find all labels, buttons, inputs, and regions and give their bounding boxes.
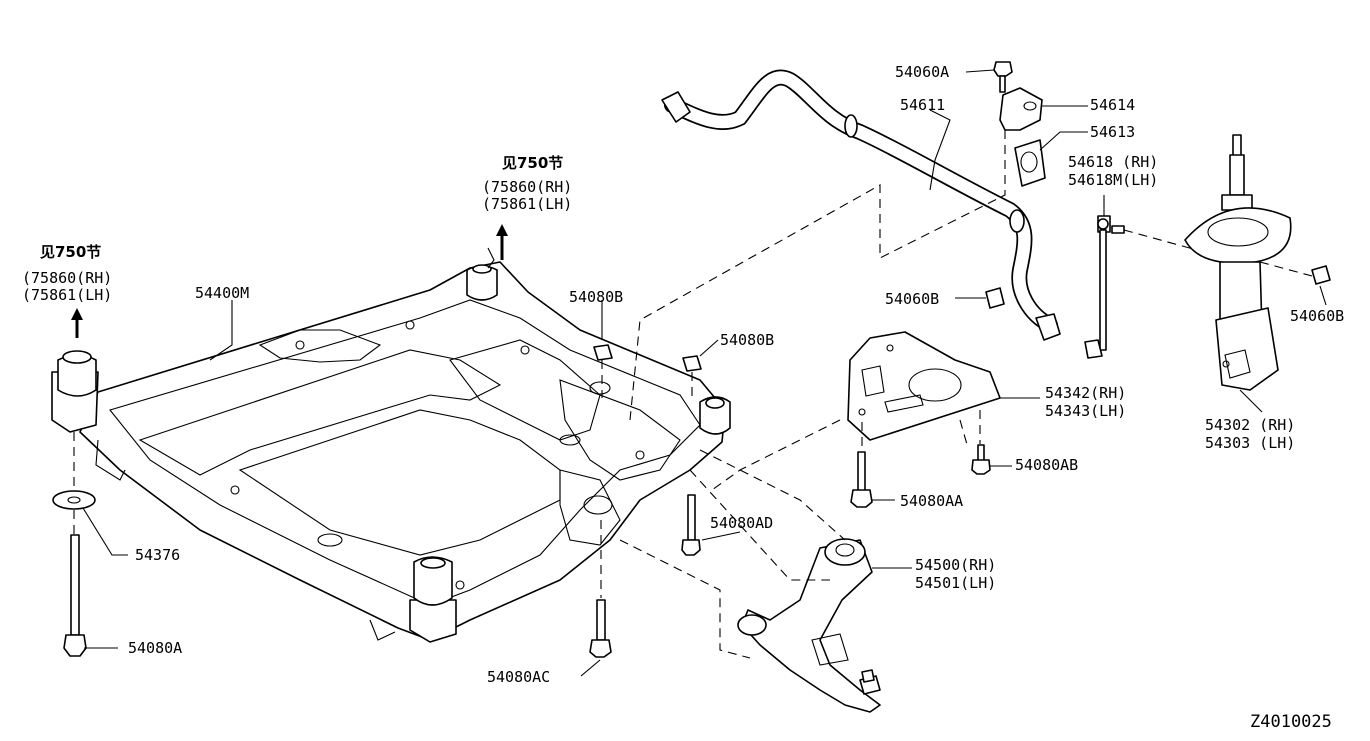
bolt-54080AA xyxy=(850,451,873,508)
ref-left-rh: (75860(RH) xyxy=(22,269,112,287)
label-54400M: 54400M xyxy=(195,284,249,302)
label-54060B-a: 54060B xyxy=(885,290,939,308)
stabilizer-bar-54611 xyxy=(661,69,1061,341)
bracket-54614 xyxy=(999,87,1043,131)
label-54614: 54614 xyxy=(1090,96,1135,114)
strut-assembly-54302 xyxy=(1184,134,1292,391)
label-54080A: 54080A xyxy=(128,639,182,657)
label-54080AB: 54080AB xyxy=(1015,456,1078,474)
label-54376: 54376 xyxy=(135,546,180,564)
reference-arrow-top xyxy=(487,224,508,269)
label-54080AA: 54080AA xyxy=(900,492,963,510)
label-54080B-a: 54080B xyxy=(569,288,623,306)
label-54342-rh: 54342(RH) xyxy=(1045,384,1126,402)
reference-arrow-left xyxy=(71,308,83,338)
ref-top-title: 见750节 xyxy=(502,154,563,172)
diagram-id: Z4010025 xyxy=(1250,712,1332,732)
washer-54376 xyxy=(52,490,96,510)
label-54302-rh: 54302 (RH) xyxy=(1205,416,1295,434)
bolt-54080AD xyxy=(681,494,701,556)
bracket-54342 xyxy=(847,331,1001,441)
label-54080AD: 54080AD xyxy=(710,514,773,532)
ref-left-lh: (75861(LH) xyxy=(22,286,112,304)
lower-arm-54500 xyxy=(737,538,881,713)
stabilizer-link-54618 xyxy=(1084,215,1125,359)
front-crossmember-54400M xyxy=(51,261,731,643)
label-54618-rh: 54618 (RH) xyxy=(1068,153,1158,171)
nut-54080B-a xyxy=(593,344,613,361)
label-54618-lh: 54618M(LH) xyxy=(1068,171,1158,189)
bolt-54060A xyxy=(993,61,1013,93)
bolt-54080AB xyxy=(971,444,991,475)
ref-left-title: 见750节 xyxy=(40,243,101,261)
ref-top-lh: (75861(LH) xyxy=(482,195,572,213)
nut-54060B-bar xyxy=(985,287,1005,309)
label-54501-lh: 54501(LH) xyxy=(915,574,996,592)
label-54343-lh: 54343(LH) xyxy=(1045,402,1126,420)
bolt-54080A xyxy=(63,534,87,657)
nut-54060B-strut xyxy=(1311,265,1331,285)
label-54060B-b: 54060B xyxy=(1290,307,1344,325)
label-54080AC: 54080AC xyxy=(487,668,550,686)
bolt-54080AC xyxy=(589,599,612,658)
label-54500-rh: 54500(RH) xyxy=(915,556,996,574)
label-54080B-b: 54080B xyxy=(720,331,774,349)
label-54060A: 54060A xyxy=(895,63,949,81)
nut-54080B-b xyxy=(682,355,702,372)
label-54613: 54613 xyxy=(1090,123,1135,141)
bushing-54613 xyxy=(1014,139,1046,187)
ref-top-rh: (75860(RH) xyxy=(482,178,572,196)
label-54303-lh: 54303 (LH) xyxy=(1205,434,1295,452)
label-54611: 54611 xyxy=(900,96,945,114)
